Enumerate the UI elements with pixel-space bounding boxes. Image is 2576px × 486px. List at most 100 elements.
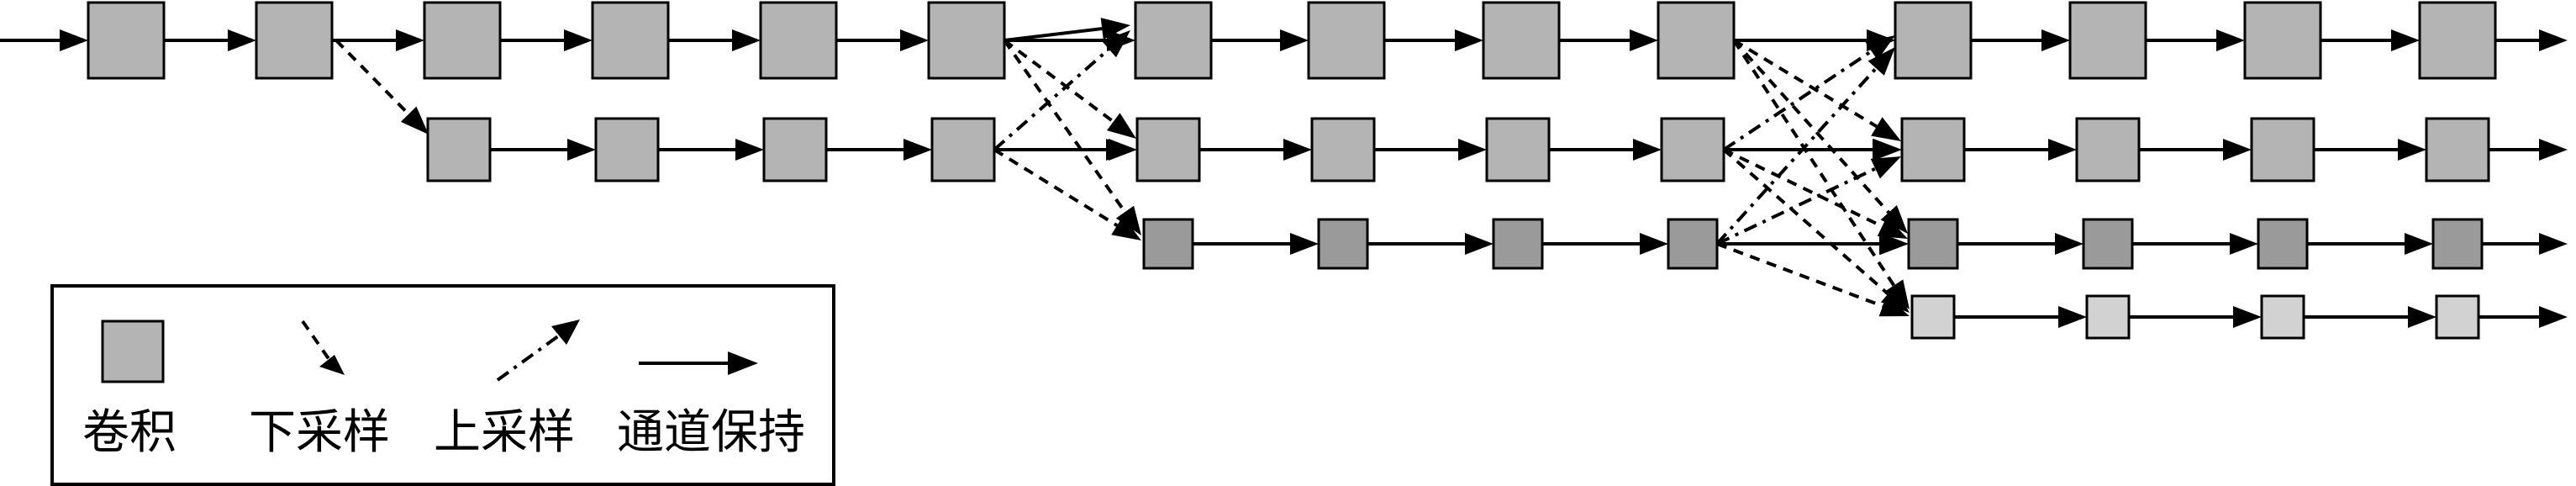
downsample-arrow — [1003, 39, 1141, 235]
conv-block-row4 — [2435, 294, 2480, 340]
channel-keep-arrow — [1193, 233, 1319, 255]
conv-block-row1 — [1134, 1, 1213, 80]
conv-block-row1 — [1894, 1, 1973, 80]
legend-label-downsample: 下采样 — [249, 405, 390, 460]
downsample-arrow — [1716, 242, 1910, 317]
conv-block-row2 — [762, 117, 828, 182]
conv-block-row2 — [2075, 117, 2141, 182]
conv-block-row3 — [1492, 218, 1544, 270]
conv-block-row1 — [591, 1, 670, 80]
downsample-arrow — [1722, 148, 1910, 313]
channel-keep-arrow — [1004, 18, 1130, 42]
conv-block-row1 — [255, 1, 334, 80]
conv-block-row1 — [2068, 1, 2147, 80]
conv-block-row1 — [759, 1, 838, 80]
upsample-arrow — [1715, 47, 1895, 246]
conv-block-row3 — [1667, 218, 1719, 270]
legend-label-conv: 卷积 — [82, 405, 176, 460]
channel-keep-arrow — [1367, 233, 1493, 255]
channel-keep-arrow — [1971, 29, 2070, 51]
channel-keep-arrow — [2314, 139, 2426, 161]
conv-block-row3 — [1907, 218, 1959, 270]
channel-keep-arrow — [1957, 233, 2083, 255]
channel-keep-arrow — [1211, 29, 1309, 51]
conv-block-row1 — [87, 1, 166, 80]
channel-keep-arrow — [1384, 29, 1483, 51]
downsample-arrow — [335, 39, 429, 135]
upsample-arrow — [1716, 156, 1901, 246]
channel-keep-arrow — [500, 29, 593, 51]
conv-block-row2 — [1900, 117, 1966, 182]
conv-block-row3 — [2082, 218, 2134, 270]
downsample-arrow — [1003, 39, 1136, 139]
conv-block-row2 — [594, 117, 660, 182]
channel-keep-arrow — [668, 29, 761, 51]
channel-keep-arrow — [2307, 233, 2433, 255]
channel-keep-arrow — [2482, 233, 2568, 255]
channel-keep-arrow — [658, 139, 764, 161]
channel-keep-arrow — [1542, 233, 1668, 255]
conv-block-row1 — [423, 1, 502, 80]
downsample-arrow — [1732, 39, 1901, 141]
upsample-arrow-icon — [496, 320, 580, 382]
channel-keep-arrow — [2139, 139, 2252, 161]
upsample-arrow — [993, 30, 1130, 151]
channel-keep-arrow — [1954, 306, 2087, 328]
conv-block-row2 — [426, 117, 492, 182]
channel-keep-arrow — [2321, 29, 2420, 51]
conv-block-row2 — [1135, 117, 1201, 182]
channel-keep-arrow — [1199, 139, 1312, 161]
conv-block-row3 — [1142, 218, 1194, 270]
conv-block-row2 — [930, 117, 996, 182]
conv-block-row1 — [1482, 1, 1561, 80]
legend-box — [50, 284, 835, 486]
channel-keep-arrow — [1724, 139, 1901, 161]
channel-keep-arrow — [1374, 139, 1487, 161]
conv-block-row4 — [1910, 294, 1956, 340]
conv-block-row4 — [2260, 294, 2305, 340]
channel-keep-arrow — [1717, 233, 1908, 255]
channel-keep-arrow — [2129, 306, 2262, 328]
downsample-arrow-icon — [301, 320, 345, 375]
legend-label-channel-keep: 通道保持 — [617, 405, 805, 460]
conv-block-row4 — [2085, 294, 2131, 340]
conv-block-row2 — [1660, 117, 1725, 182]
upsample-arrow — [1722, 35, 1895, 151]
channel-keep-arrow — [2495, 29, 2568, 51]
downsample-arrow — [993, 148, 1141, 240]
conv-block-row2 — [2250, 117, 2315, 182]
channel-keep-arrow — [2489, 139, 2568, 161]
conv-block-row1 — [927, 1, 1006, 80]
channel-keep-arrow-icon — [639, 351, 758, 375]
convolution-block-icon — [101, 320, 165, 383]
connections — [0, 18, 2568, 328]
channel-keep-arrow — [836, 29, 929, 51]
conv-block-row3 — [2431, 218, 2484, 270]
legend: 卷积 下采样 上采样 通道保持 — [50, 284, 835, 486]
conv-block-row1 — [1307, 1, 1386, 80]
channel-keep-arrow — [2146, 29, 2245, 51]
channel-keep-arrow — [1559, 29, 1658, 51]
channel-keep-arrow — [1964, 139, 2077, 161]
downsample-arrow — [1723, 148, 1908, 239]
conv-block-row2 — [1310, 117, 1376, 182]
downsample-arrow — [1732, 39, 1908, 234]
channel-keep-arrow — [332, 29, 424, 51]
channel-keep-arrow — [2479, 306, 2568, 328]
conv-block-row3 — [1317, 218, 1369, 270]
channel-keep-arrow — [490, 139, 596, 161]
conv-blocks — [87, 1, 2497, 340]
conv-block-row2 — [1485, 117, 1551, 182]
conv-block-row2 — [2425, 117, 2490, 182]
legend-label-upsample: 上采样 — [434, 405, 575, 460]
conv-block-row3 — [2257, 218, 2309, 270]
channel-keep-arrow — [2304, 306, 2436, 328]
channel-keep-arrow — [164, 29, 256, 51]
channel-keep-arrow — [994, 139, 1135, 161]
conv-block-row1 — [2418, 1, 2497, 80]
channel-keep-arrow — [0, 29, 88, 51]
conv-block-row1 — [2243, 1, 2322, 80]
channel-keep-arrow — [2132, 233, 2258, 255]
conv-block-row1 — [1657, 1, 1736, 80]
